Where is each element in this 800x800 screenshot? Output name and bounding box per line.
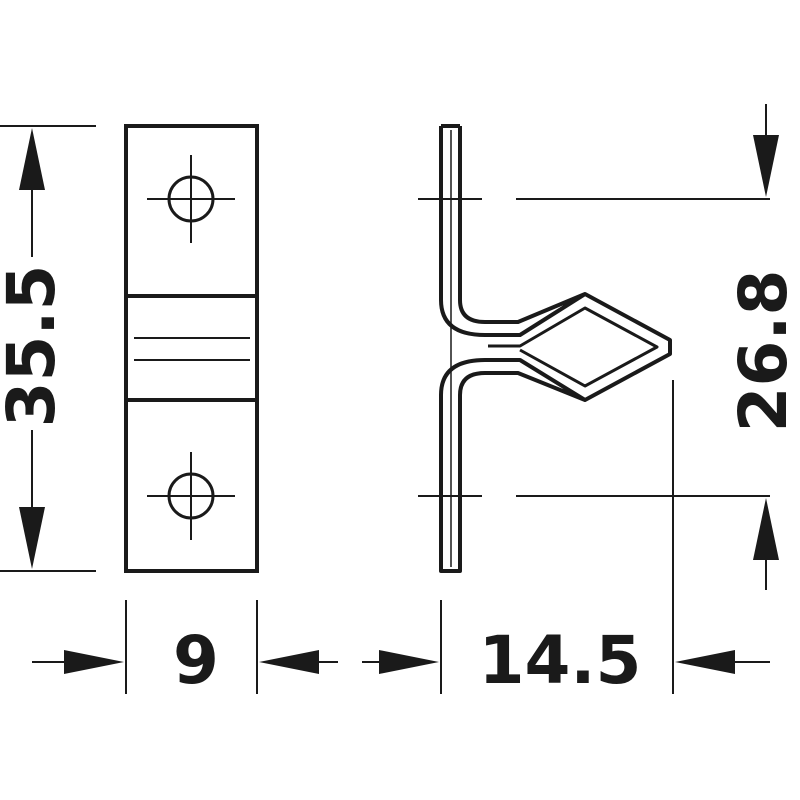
arrow-up [19, 128, 45, 190]
arrow-right [379, 650, 439, 674]
width-dimension [32, 600, 338, 694]
spring-profile [439, 124, 672, 573]
depth-dimension-label: 14.5 [479, 622, 642, 699]
arrow-left [675, 650, 735, 674]
spring-inner [488, 306, 659, 388]
arrow-right [64, 650, 124, 674]
height-dimension-label: 35.5 [0, 265, 70, 428]
height-dimension [0, 125, 96, 572]
arrow-up [753, 498, 779, 560]
depth-dimension [362, 380, 770, 694]
width-dimension-label: 9 [173, 622, 219, 699]
screw-hole-top [147, 155, 235, 243]
arrow-down [19, 507, 45, 569]
plate-outline [124, 124, 259, 573]
hole-spacing-dimension [516, 104, 779, 590]
arrow-left [259, 650, 319, 674]
screw-hole-bottom [147, 452, 235, 540]
side-view [418, 124, 672, 573]
hole-spacing-dimension-label: 26.8 [725, 270, 800, 433]
arrow-down [753, 135, 779, 197]
front-view [124, 124, 259, 573]
